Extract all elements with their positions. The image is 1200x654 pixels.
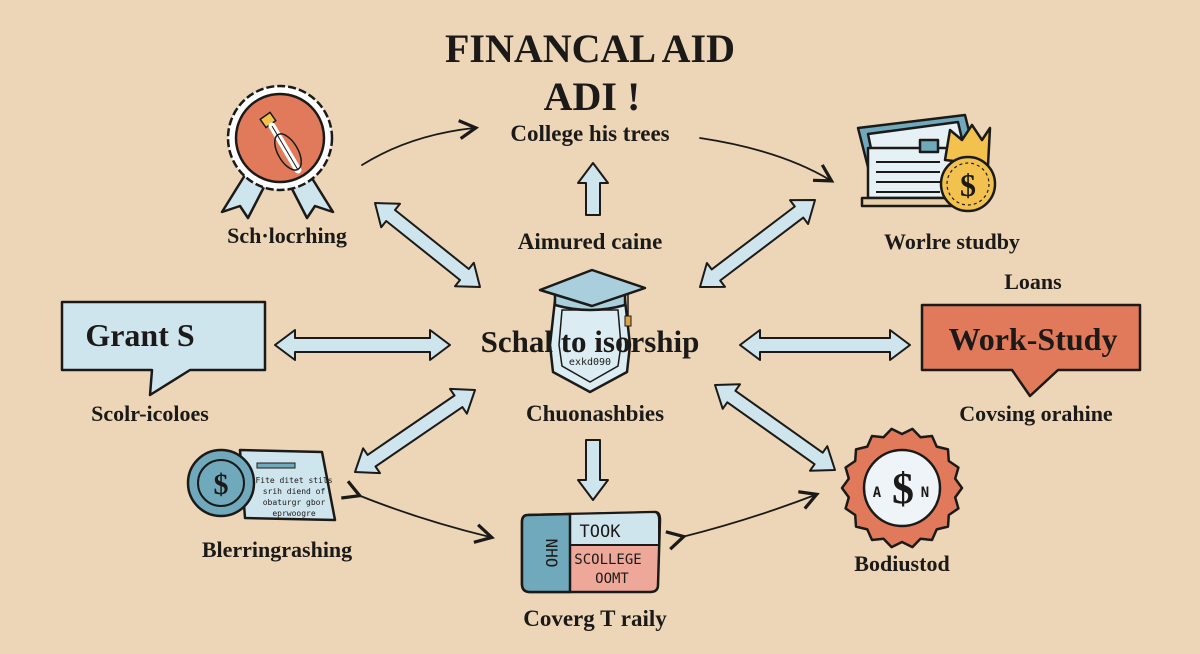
seal-letter-a: A <box>873 485 882 501</box>
double-arrow-top-right <box>699 199 816 288</box>
coin-check-icon: $ <box>186 448 337 522</box>
card-bottom-text-2: OOMT <box>595 571 629 587</box>
seal-label: Bodiustod <box>854 551 949 576</box>
dollar-icon: $ <box>960 167 976 203</box>
card-label: Coverg T raily <box>523 606 667 631</box>
title-line-1: FINANCAL AID <box>445 26 735 71</box>
card-top-text: TOOK <box>580 522 622 542</box>
work-study-box <box>920 303 1142 398</box>
double-arrow-left <box>274 329 451 361</box>
svg-text:srih diend of: srih diend of <box>263 487 326 496</box>
double-arrow-top-left <box>374 202 481 288</box>
down-arrow <box>577 439 609 501</box>
badge-label: Sch·locrhing <box>227 223 347 248</box>
double-arrow-bottom-left <box>354 387 476 475</box>
dollar-icon: $ <box>214 468 229 501</box>
center-above-label: Aimured caine <box>518 229 663 254</box>
grants-label: Scolr-icoloes <box>91 401 209 426</box>
double-arrow-right <box>739 329 911 361</box>
dollar-seal-icon: $ <box>840 427 964 549</box>
shield-badge-text: exkd090 <box>569 357 611 368</box>
certificate-label: Worlre studby <box>884 229 1020 254</box>
svg-text:Fite ditet stils: Fite ditet stils <box>255 476 332 485</box>
graduation-cap-shield-icon <box>538 268 647 394</box>
work-study-box-text: Work-Study <box>949 321 1118 357</box>
coin-label: Blerringrashing <box>202 537 352 562</box>
svg-text:obaturgr gbor: obaturgr gbor <box>263 498 326 507</box>
curved-arrow-top-right <box>699 137 835 183</box>
grants-box <box>60 300 267 397</box>
up-arrow <box>577 162 609 216</box>
card-side-text: NHO <box>542 539 561 568</box>
double-arrow-bottom-right <box>714 383 836 472</box>
curved-arrow-bottom-left <box>341 480 495 544</box>
college-card-icon <box>520 510 662 594</box>
title-line-2: ADI ! <box>544 74 641 119</box>
center-below-label: Chuonashbies <box>526 401 664 426</box>
seal-letter-n: N <box>921 485 929 501</box>
grants-box-text: Grant S <box>85 317 194 353</box>
loans-label: Loans <box>1004 269 1062 294</box>
top-label: College his trees <box>510 121 669 146</box>
center-main-label: Schal to isorship <box>481 324 700 359</box>
certificate-medal-icon: $ <box>856 113 997 213</box>
work-study-label: Covsing orahine <box>959 401 1113 426</box>
card-bottom-text-1: SCOLLEGE <box>574 552 641 568</box>
dollar-icon: $ <box>892 464 914 513</box>
curved-arrow-bottom-right <box>665 490 820 551</box>
coin-card-text: Fite ditet stils srih diend of obaturgr … <box>255 476 332 518</box>
curved-arrow-top-left <box>361 119 480 166</box>
award-ribbon-icon <box>220 84 335 220</box>
svg-text:eprwoogre: eprwoogre <box>272 509 316 518</box>
